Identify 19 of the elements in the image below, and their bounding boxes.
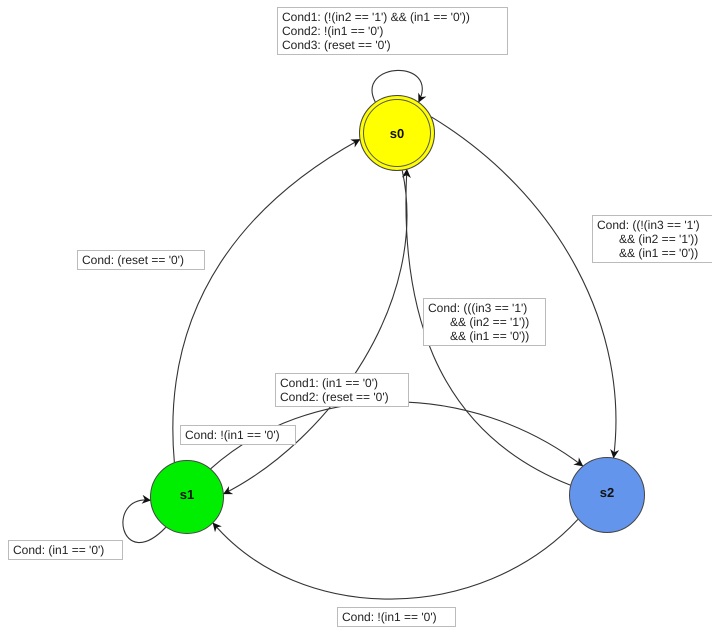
arrow xyxy=(223,170,408,494)
edge-label: Cond: (in1 == '0') xyxy=(8,540,123,560)
arrow xyxy=(431,116,619,458)
edge-label: Cond: (reset == '0') xyxy=(77,250,205,270)
edge-label: Cond: !(in1 == '0') xyxy=(337,607,456,627)
edge-label: Cond: ((!(in3 == '1') && (in2 == '1')) && (in1 == '0')) xyxy=(592,215,712,263)
arrow xyxy=(372,70,426,103)
edge-label: Cond1: (in1 == '0') Cond2: (reset == '0') xyxy=(275,373,409,407)
arrow xyxy=(172,139,360,462)
arrow xyxy=(212,519,578,600)
arrow xyxy=(402,168,571,486)
state-name: s2 xyxy=(598,485,616,500)
arrow xyxy=(122,496,166,543)
state-circle xyxy=(150,460,224,534)
state-name: s1 xyxy=(178,487,196,502)
edge-label: Cond: !(in1 == '0') xyxy=(180,425,296,445)
state-name: s0 xyxy=(388,126,406,141)
edge-label: Cond: (((in3 == '1') && (in2 == '1')) && (in1 == '0')) xyxy=(423,298,546,346)
edge-label: Cond1: (!(in2 == '1') && (in1 == '0')) Cond2: !(in1 == '0') Cond3: (reset == '0') xyxy=(277,7,508,55)
